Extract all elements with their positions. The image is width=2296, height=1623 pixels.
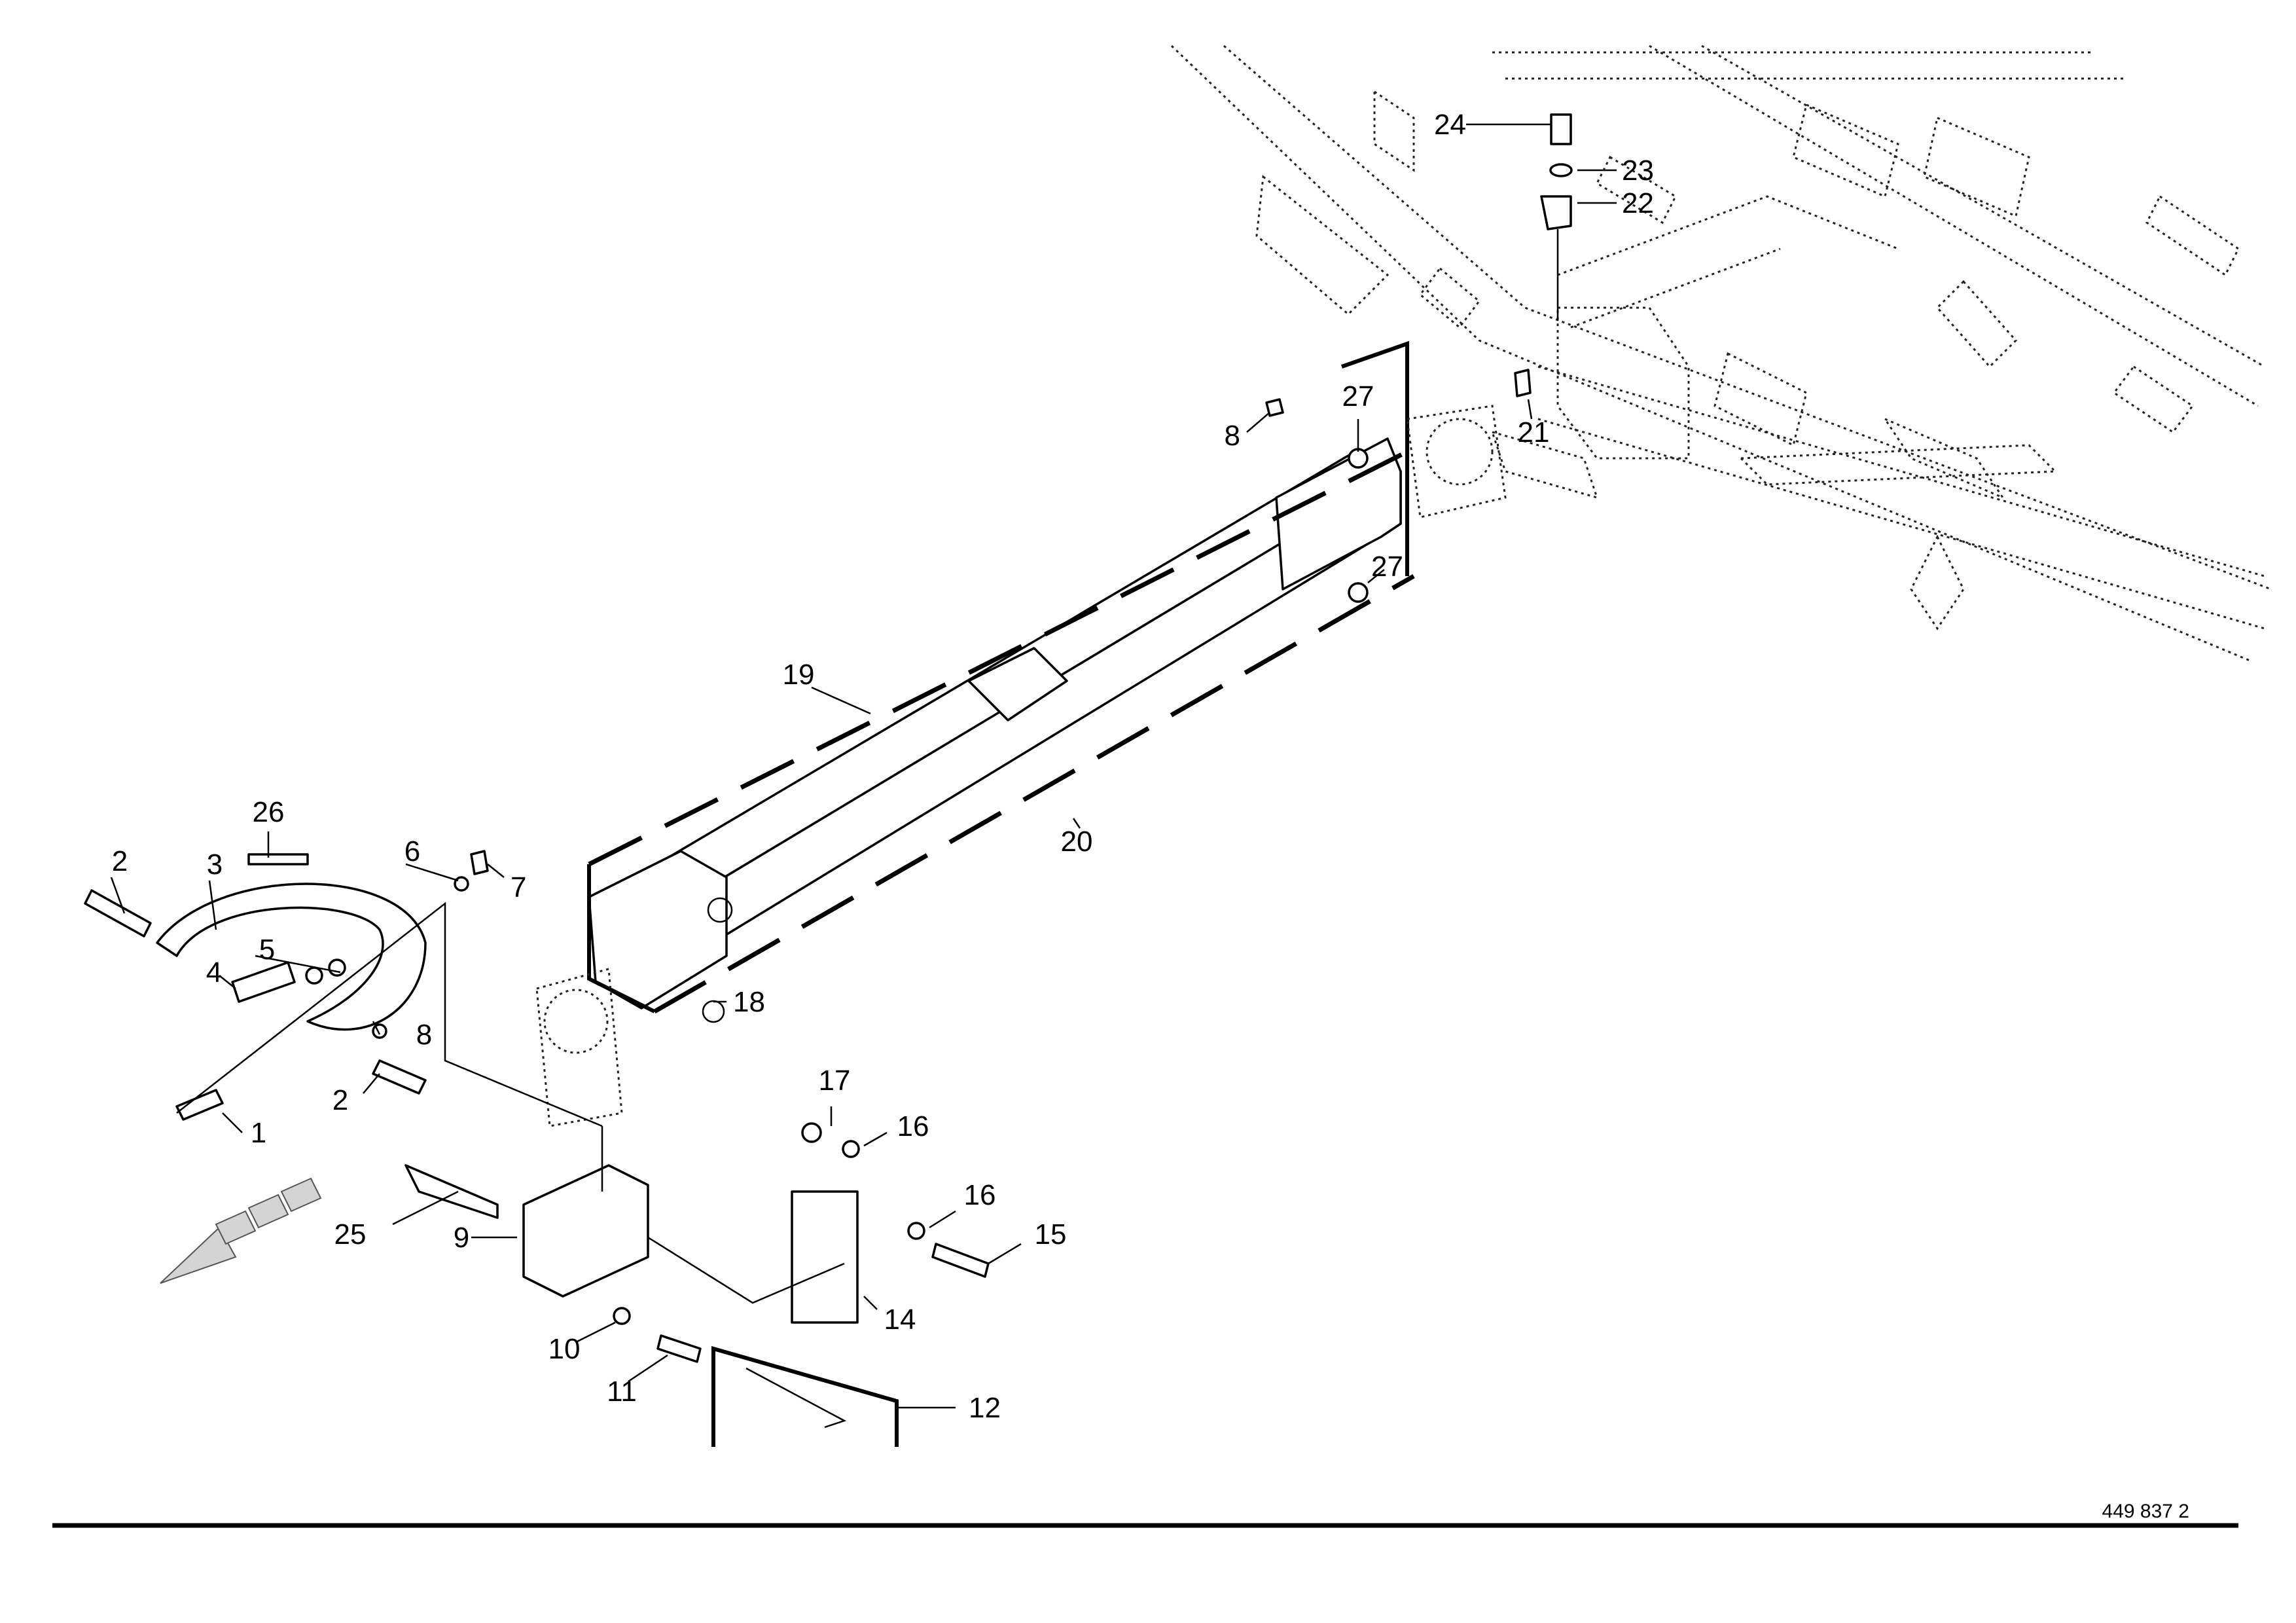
callout-27b: 27 [1371,551,1403,583]
document-number: 449 837 2 [2102,1501,2189,1522]
callout-4: 4 [206,957,222,989]
callout-3: 3 [207,848,223,881]
machine-frame [1170,45,2272,663]
hitch-pin-parts [1265,113,1573,417]
callout-16a: 16 [897,1110,929,1142]
callout-16b: 16 [964,1179,996,1211]
callout-7: 7 [511,871,526,903]
callout-9: 9 [454,1222,469,1254]
callout-8b: 8 [416,1019,432,1051]
callout-8a: 8 [1225,420,1240,452]
pto-guard-parts [84,850,603,1127]
phantom-envelope [587,340,1415,1014]
drawbar-assembly [588,437,1402,1010]
callout-2a: 2 [112,845,128,877]
gearbox-phantom [535,405,1507,1127]
callout-19: 19 [783,659,815,691]
callout-11: 11 [607,1376,637,1408]
callout-21: 21 [1518,416,1550,448]
callout-26: 26 [253,796,285,828]
callout-2b: 2 [332,1084,348,1116]
callout-5: 5 [259,934,275,966]
support-stand-parts [404,1000,990,1447]
leader-lines [110,123,1617,1409]
callout-10: 10 [548,1333,581,1365]
callout-12: 12 [969,1392,1001,1424]
callout-15: 15 [1035,1218,1067,1250]
callout-18: 18 [733,986,765,1018]
direction-arrow-icon [160,1177,322,1284]
callout-1: 1 [251,1117,266,1149]
callout-14: 14 [884,1304,916,1336]
callout-27a: 27 [1342,380,1374,412]
callout-6: 6 [404,835,420,867]
callout-17: 17 [819,1065,851,1097]
callout-22: 22 [1622,187,1654,219]
callout-labels: 24 23 22 27 8 21 27 19 20 18 2 3 26 6 7 … [112,109,1654,1424]
callout-20: 20 [1061,826,1093,858]
callout-24: 24 [1434,109,1466,141]
callout-23: 23 [1622,155,1654,187]
callout-25: 25 [334,1218,367,1250]
